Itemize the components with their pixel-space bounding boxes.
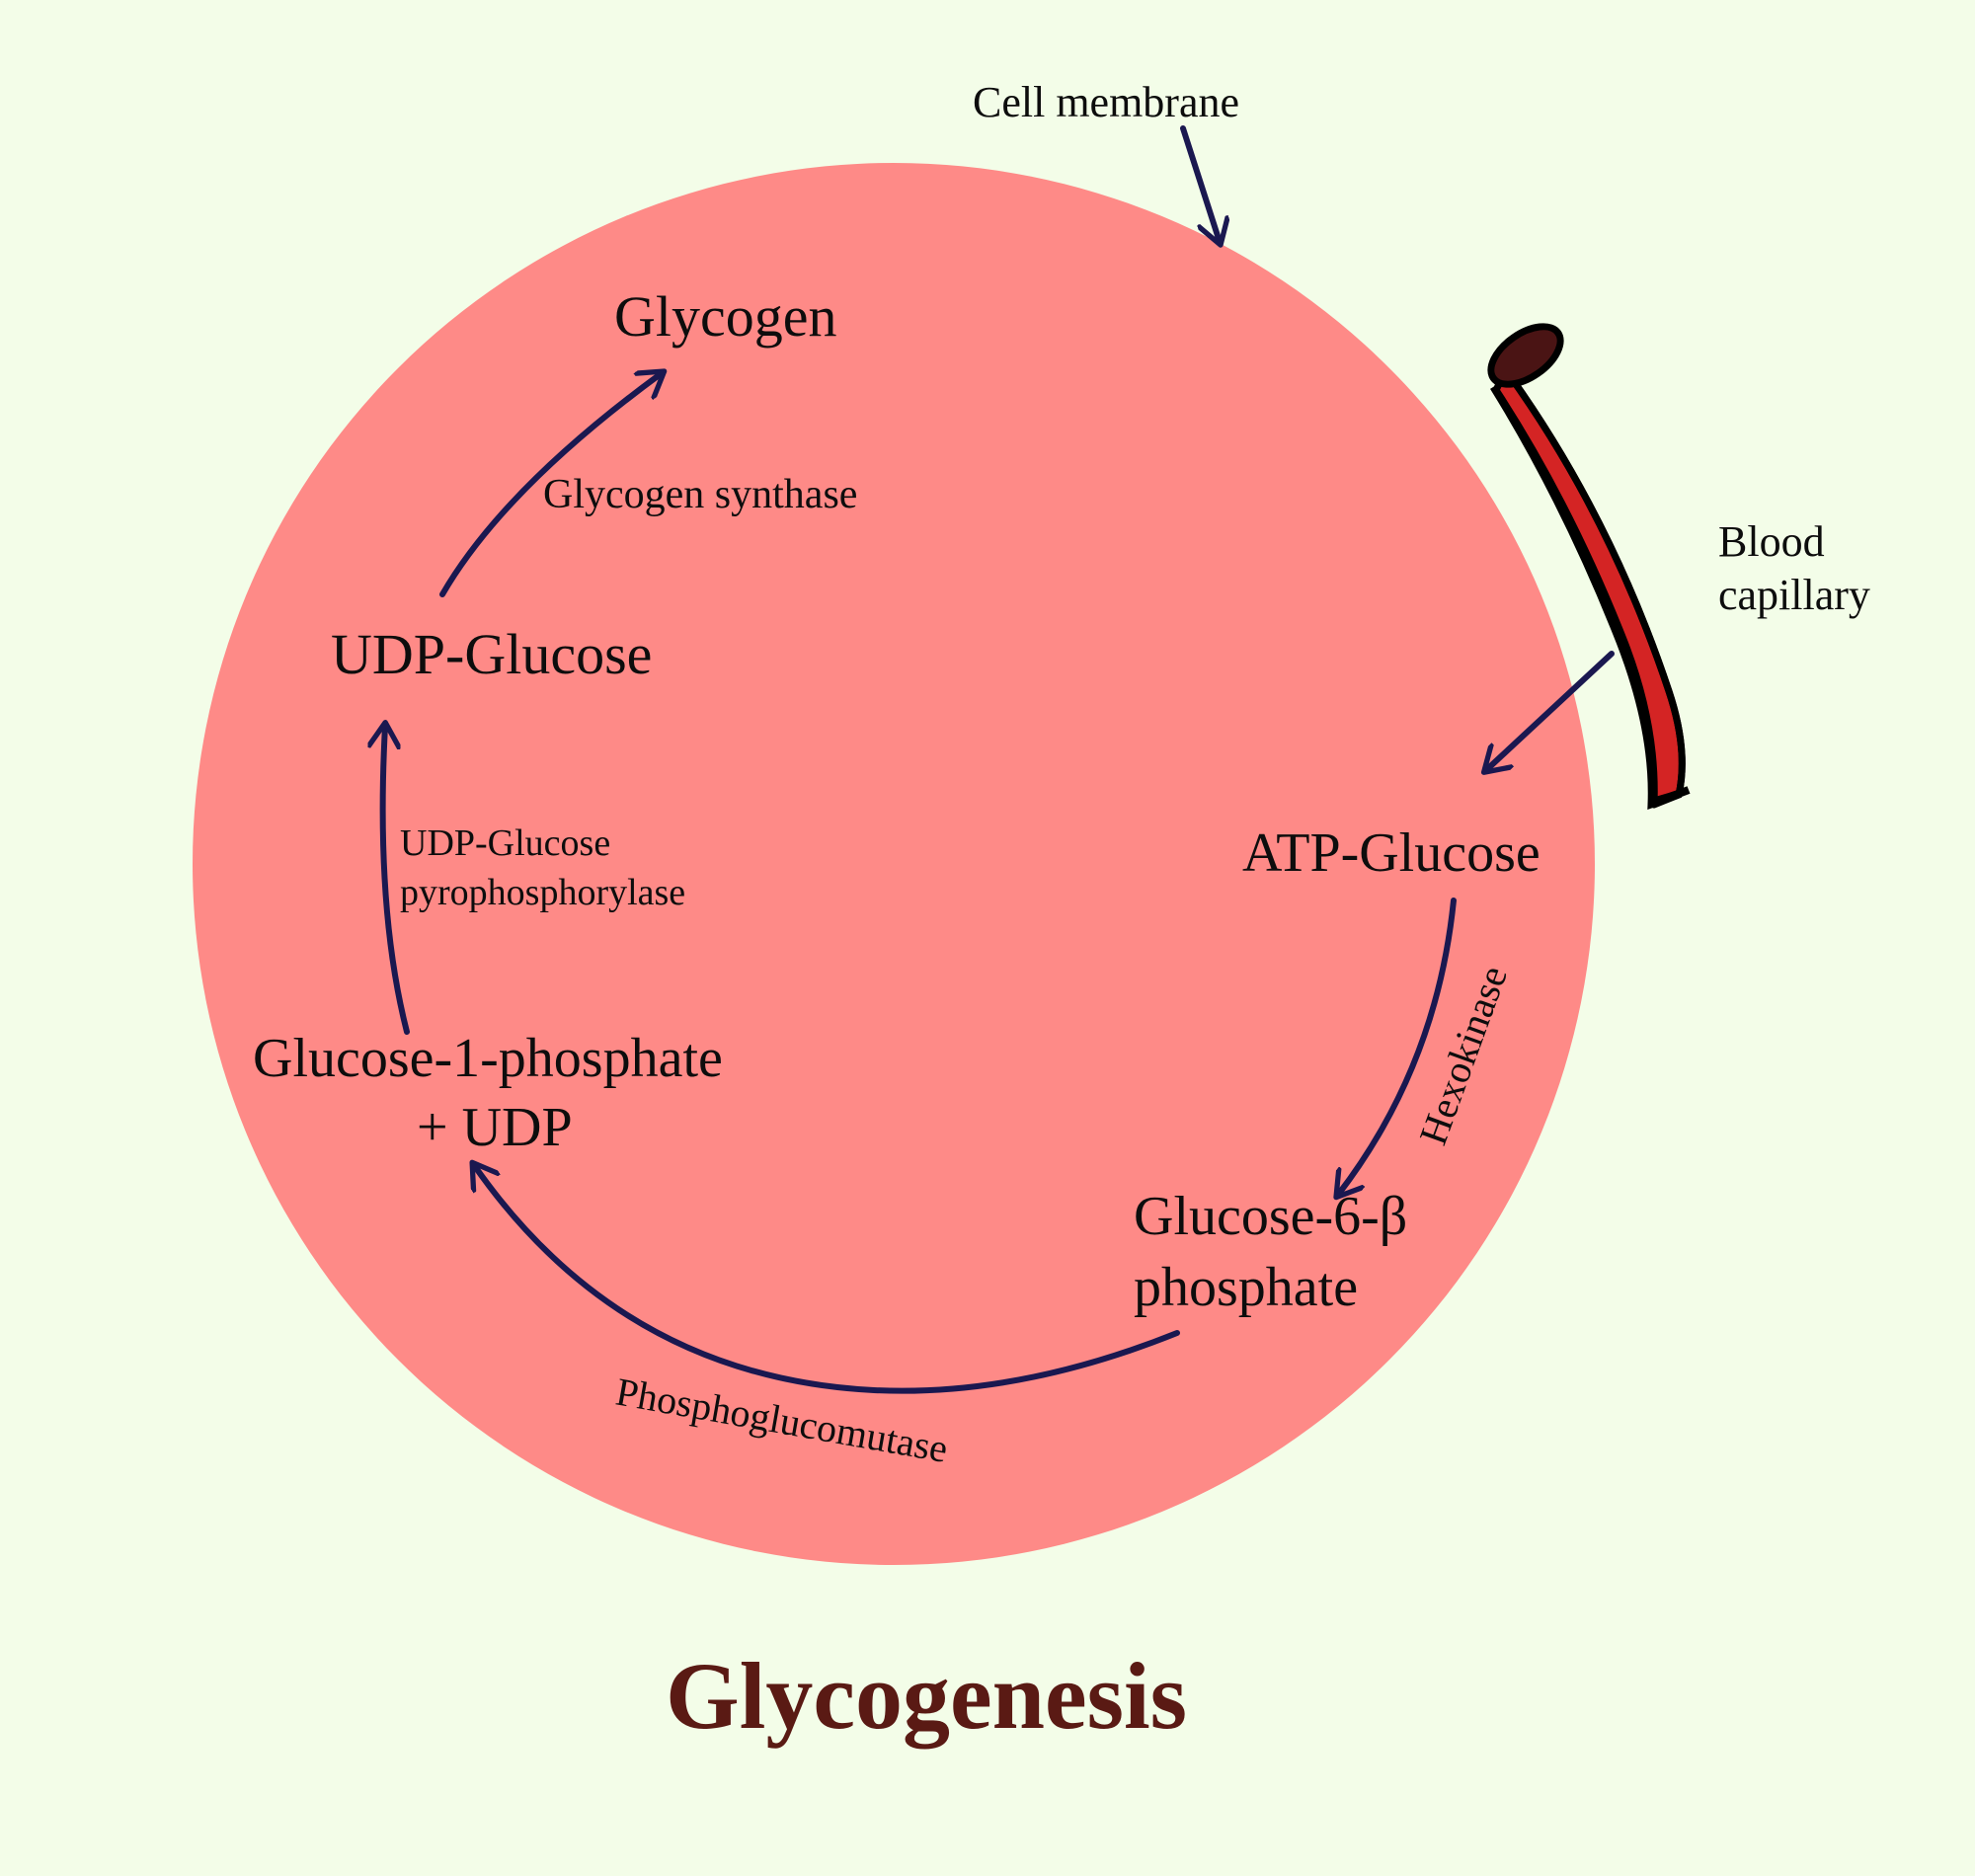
diagram-title: Glycogenesis xyxy=(666,1643,1187,1749)
arrow-phosphoglucomutase xyxy=(474,1165,1180,1394)
label-udp-glucose-pyrophosphorylase-2: pyrophosphorylase xyxy=(400,872,685,913)
label-glucose-1-phosphate-1: Glucose-1-phosphate xyxy=(253,1028,723,1089)
arrow-glycogen-synthase xyxy=(439,373,662,597)
label-cell-membrane: Cell membrane xyxy=(973,78,1239,126)
arrow-udp-glucose-pyrophosphorylase xyxy=(383,726,410,1035)
label-atp-glucose: ATP-Glucose xyxy=(1242,822,1540,884)
arrow-hexokinase xyxy=(1338,898,1457,1195)
label-udp-glucose-pyrophosphorylase-1: UDP-Glucose xyxy=(400,822,610,864)
blood-capillary xyxy=(1487,323,1691,811)
label-glucose-6-phosphate-1: Glucose-6-β xyxy=(1134,1186,1407,1247)
arrow-cell-membrane xyxy=(1180,125,1220,242)
capillary-opening xyxy=(1487,323,1564,388)
label-glycogen-synthase: Glycogen synthase xyxy=(543,472,857,517)
cell-body xyxy=(193,163,1595,1565)
arrow-capillary-to-atp-glucose xyxy=(1486,651,1615,770)
label-glucose-6-phosphate-2: phosphate xyxy=(1134,1257,1358,1318)
label-udp-glucose: UDP-Glucose xyxy=(331,622,652,686)
label-blood-capillary-1: Blood xyxy=(1718,517,1825,566)
label-glucose-1-phosphate-2: + UDP xyxy=(417,1097,573,1158)
label-blood-capillary-2: capillary xyxy=(1718,571,1870,619)
label-glycogen: Glycogen xyxy=(614,284,837,349)
